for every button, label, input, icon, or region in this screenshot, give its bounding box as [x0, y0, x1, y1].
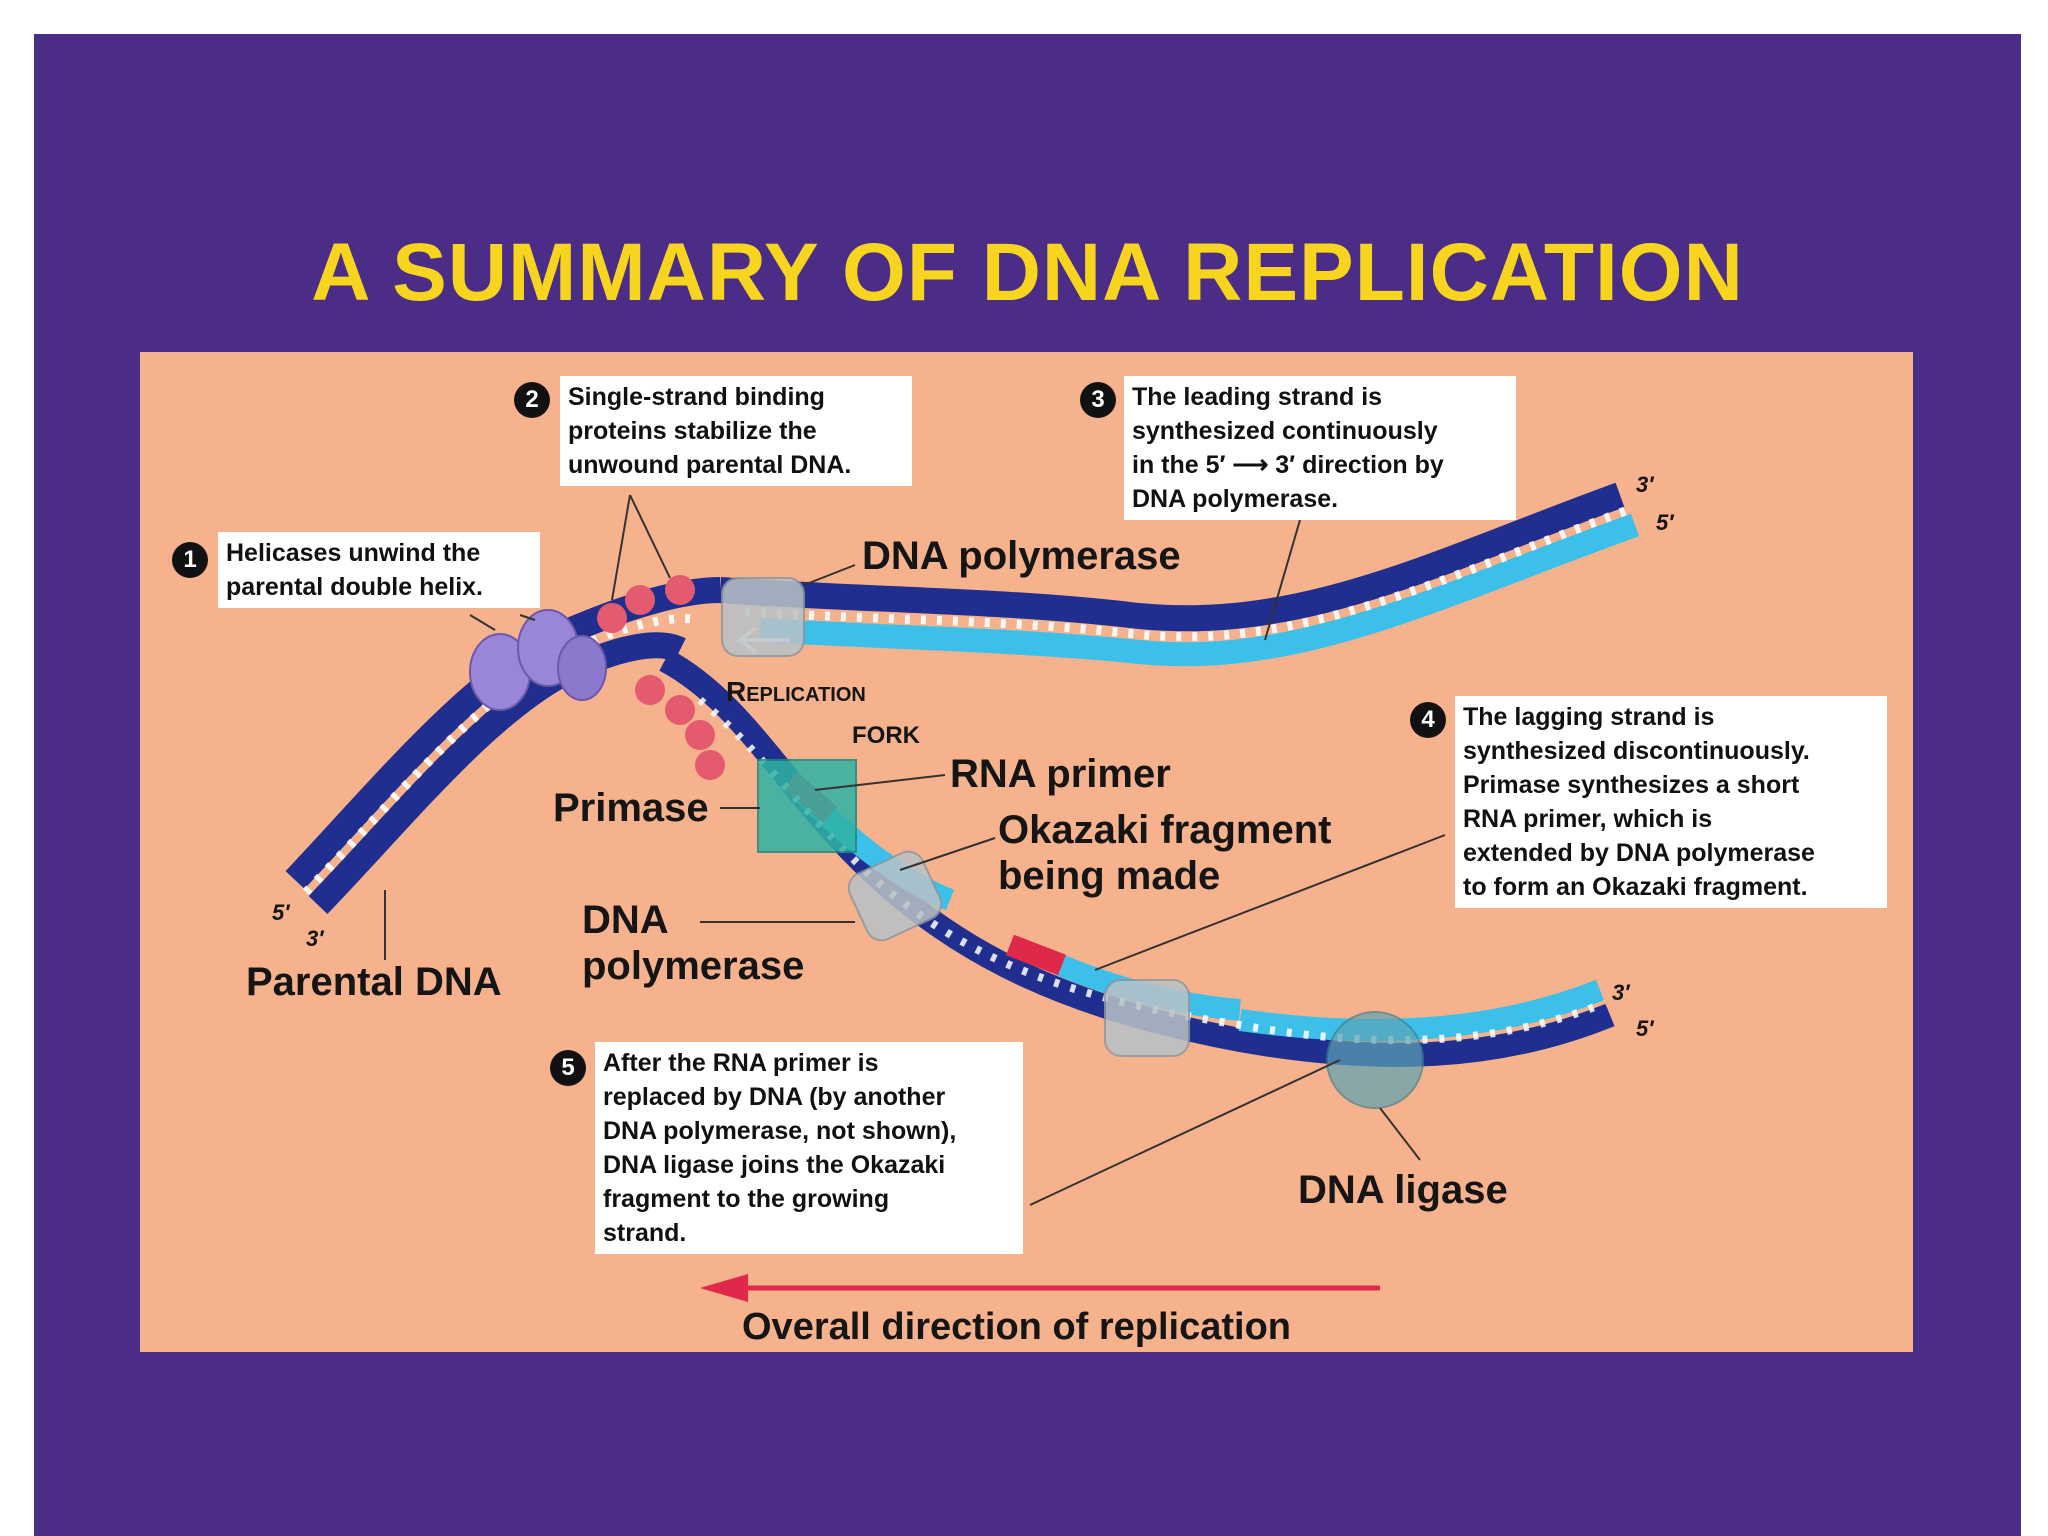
- callout-2-line: unwound parental DNA.: [568, 451, 852, 479]
- leading-new-strand: [759, 513, 1640, 667]
- leading-strand-bases: [744, 505, 1630, 642]
- callout-3-line: in the 5′ ⟶ 3′ direction by: [1132, 451, 1444, 479]
- leader-ligase-callout: [1029, 1059, 1341, 1206]
- primase-enzyme: [757, 759, 857, 853]
- end-label-left-5: 5′: [272, 900, 290, 925]
- direction-arrow-head: [700, 1274, 748, 1302]
- end-label-left-3: 3′: [306, 926, 324, 951]
- end-label-top-5: 5′: [1656, 510, 1674, 535]
- callout-4-line: RNA primer, which is: [1463, 805, 1713, 833]
- leader-helicase: [519, 614, 536, 621]
- callout-1-number: 1: [172, 542, 208, 578]
- callout-5-line: DNA ligase joins the Okazaki: [603, 1151, 946, 1179]
- callout-5-line: fragment to the growing: [603, 1185, 890, 1213]
- leader-lagging: [1094, 834, 1446, 971]
- leader-ssb: [629, 494, 671, 579]
- parental-dna-strand-inner: [308, 632, 686, 915]
- callout-4-line: extended by DNA polymerase: [1463, 839, 1815, 867]
- callout-5-ligase: After the RNA primer is replaced by DNA …: [595, 1042, 1023, 1254]
- callout-3-line: synthesized continuously: [1132, 417, 1438, 445]
- end-label-bottom-3: 3′: [1612, 980, 1630, 1005]
- leading-template-strand: [719, 482, 1625, 632]
- okazaki-fragment-joined: [1238, 979, 1605, 1041]
- label-rna-primer: RNA primer: [950, 752, 1171, 796]
- callout-4-lagging: The lagging strand is synthesized discon…: [1455, 696, 1887, 908]
- label-replication-fork-line1: Replication: [726, 676, 866, 707]
- callout-5-number: 5: [550, 1050, 586, 1086]
- label-primase: Primase: [553, 786, 709, 830]
- callout-3-leading: The leading strand is synthesized contin…: [1124, 376, 1516, 520]
- label-parental-dna: Parental DNA: [246, 960, 502, 1004]
- end-label-top-3: 3′: [1636, 472, 1654, 497]
- leader-okazaki: [899, 837, 996, 871]
- callout-2-line: Single-strand binding: [568, 383, 825, 411]
- ssb-protein: [685, 720, 715, 750]
- leader-ssb: [611, 494, 631, 601]
- dna-polymerase-lagging: [847, 850, 943, 942]
- callout-5-line: After the RNA primer is: [603, 1049, 879, 1077]
- dna-ligase-enzyme: [1326, 1011, 1424, 1109]
- ssb-protein: [597, 603, 627, 633]
- label-okazaki-line2: being made: [998, 854, 1221, 898]
- parental-dna-bases: [302, 614, 701, 896]
- label-overall-direction: Overall direction of replication: [742, 1306, 1292, 1348]
- ssb-protein: [695, 750, 725, 780]
- callout-5-line: replaced by DNA (by another: [603, 1083, 946, 1111]
- label-okazaki-line1: Okazaki fragment: [998, 808, 1332, 852]
- ssb-protein: [665, 575, 695, 605]
- callout-3-number: 3: [1080, 382, 1116, 418]
- label-replication-fork-line2: FORK: [852, 722, 920, 749]
- leader-rna-primer: [814, 774, 946, 791]
- callout-4-number: 4: [1410, 702, 1446, 738]
- label-dna-ligase: DNA ligase: [1298, 1168, 1508, 1212]
- ssb-protein: [625, 585, 655, 615]
- callout-4-line: to form an Okazaki fragment.: [1463, 873, 1808, 901]
- label-dna-polymerase-low-line2: polymerase: [582, 944, 805, 988]
- dna-polymerase-leading: [721, 577, 805, 657]
- helicase-protein: [557, 635, 607, 701]
- callout-4-line: synthesized discontinuously.: [1463, 737, 1810, 765]
- leader-helicase: [469, 614, 496, 631]
- label-dna-polymerase-top: DNA polymerase: [862, 534, 1181, 578]
- end-label-bottom-5: 5′: [1636, 1016, 1654, 1041]
- callout-2-ssb: Single-strand binding proteins stabilize…: [560, 376, 912, 486]
- callout-1-line: Helicases unwind the: [226, 539, 481, 567]
- ssb-protein: [635, 675, 665, 705]
- ssb-protein: [665, 695, 695, 725]
- label-dna-polymerase-low-line1: DNA: [582, 898, 669, 942]
- callout-5-line: DNA polymerase, not shown),: [603, 1117, 957, 1145]
- callout-3-line: DNA polymerase.: [1132, 485, 1339, 513]
- callout-2-line: proteins stabilize the: [568, 417, 817, 445]
- callout-4-line: Primase synthesizes a short: [1463, 771, 1800, 799]
- callout-1-helicases: Helicases unwind the parental double hel…: [218, 532, 540, 608]
- leader-polymerase-top: [803, 564, 856, 586]
- callout-5-line: strand.: [603, 1219, 687, 1247]
- leader-ligase: [1379, 1107, 1421, 1161]
- callout-4-line: The lagging strand is: [1463, 703, 1715, 731]
- callout-2-number: 2: [514, 382, 550, 418]
- callout-3-line: The leading strand is: [1132, 383, 1383, 411]
- rna-primer-middle: [1006, 934, 1066, 976]
- callout-1-line: parental double helix.: [226, 573, 483, 601]
- slide-title: A SUMMARY OF DNA REPLICATION: [311, 227, 1744, 318]
- leader-leading-strand: [1264, 519, 1301, 641]
- dna-polymerase-lagging-2: [1104, 979, 1190, 1057]
